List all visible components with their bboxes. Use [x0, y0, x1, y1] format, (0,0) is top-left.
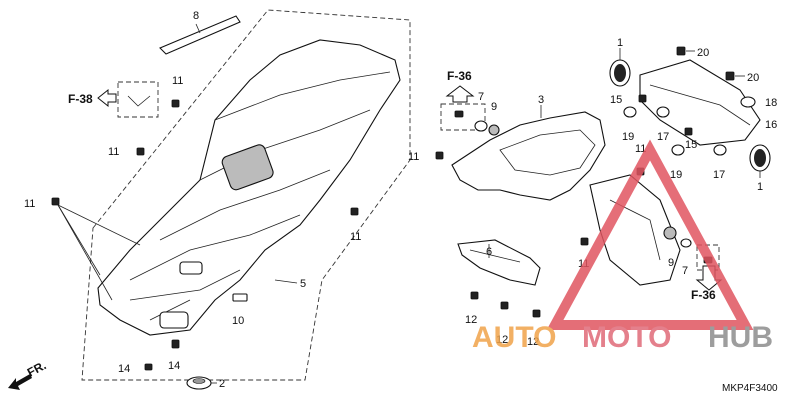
screw-12-a	[470, 291, 479, 300]
label-3: 3	[538, 94, 544, 106]
label-11-c: 11	[24, 198, 35, 210]
part-10	[232, 293, 248, 302]
label-19-b: 19	[670, 169, 682, 181]
label-1-a: 1	[617, 37, 623, 49]
f36-top-arrow-icon	[445, 85, 475, 103]
f36-top-inset	[440, 103, 486, 131]
label-14-b: 14	[168, 360, 180, 372]
bolt-7-a	[454, 110, 464, 118]
label-2: 2	[219, 378, 225, 390]
part-16-mount	[639, 59, 761, 146]
screw-12-b	[500, 301, 509, 310]
washer-9-b	[680, 238, 692, 248]
label-17-b: 17	[713, 169, 725, 181]
watermark-triangle	[546, 139, 754, 330]
label-11-a: 11	[172, 75, 183, 87]
label-7-b: 7	[682, 265, 688, 277]
part-3-bracket	[451, 111, 606, 201]
watermark-auto: AUTO	[472, 321, 556, 354]
nut-15-a	[638, 94, 647, 103]
part-8-strip	[159, 15, 241, 55]
screw-11-a	[171, 99, 180, 108]
label-11-f: 11	[635, 143, 646, 155]
front-arrow-icon	[8, 374, 32, 390]
bolt-20-b	[725, 71, 735, 81]
part-14-clip-b	[171, 339, 180, 349]
screw-11-d	[350, 207, 359, 216]
screw-11-b	[136, 147, 145, 156]
label-11-e: 11	[408, 151, 419, 163]
fender-lower-slot	[159, 311, 189, 329]
bolt-20-a	[676, 46, 686, 56]
label-14-a: 14	[118, 363, 130, 375]
collar-19-b	[671, 144, 685, 156]
label-10: 10	[232, 315, 244, 327]
watermark-moto: MOTO	[582, 321, 671, 354]
label-20-a: 20	[697, 47, 709, 59]
label-6: 6	[486, 246, 492, 258]
ref-f36-top: F-36	[447, 69, 472, 83]
collar-9-a	[488, 124, 500, 136]
screw-11-e	[435, 151, 444, 160]
label-20-b: 20	[747, 72, 759, 84]
part-5-fender	[97, 39, 401, 336]
label-11-d: 11	[350, 231, 361, 243]
label-15-a: 15	[610, 94, 622, 106]
f38-arrow-icon	[97, 88, 117, 108]
label-5: 5	[300, 278, 306, 290]
label-7-a: 7	[478, 91, 484, 103]
diagram-code: MKP4F3400	[722, 383, 778, 394]
label-9-b: 9	[668, 257, 674, 269]
nut-17-b	[713, 144, 727, 156]
label-18: 18	[765, 97, 777, 109]
label-12-c: 12	[527, 336, 539, 348]
label-19-a: 19	[622, 131, 634, 143]
ref-f38: F-38	[68, 92, 93, 106]
label-12-a: 12	[465, 314, 477, 326]
watermark-logo: AUTO MOTO HUB	[472, 139, 773, 354]
ref-f36-bottom: F-36	[691, 288, 716, 302]
label-16: 16	[765, 119, 777, 131]
washer-9-a	[474, 120, 488, 132]
label-11-b: 11	[108, 146, 119, 158]
label-8: 8	[193, 10, 199, 22]
part-14-clip-a	[144, 363, 153, 371]
nut-17-a	[656, 106, 670, 118]
fender-mid-slot	[179, 261, 203, 275]
label-17-a: 17	[657, 131, 669, 143]
nut-15-b	[684, 127, 693, 136]
part-6-plate	[457, 239, 541, 286]
fender-pad	[221, 144, 274, 191]
label-9-a: 9	[491, 101, 497, 113]
screw-11-g	[580, 237, 589, 246]
screw-12-c	[532, 309, 541, 318]
screw-11-c	[51, 197, 60, 206]
cap-18	[740, 96, 756, 108]
watermark-hub: HUB	[708, 321, 773, 354]
label-12-b: 12	[496, 334, 508, 346]
collar-19-a	[623, 106, 637, 118]
label-15-b: 15	[685, 139, 697, 151]
part-5-outline	[81, 9, 411, 381]
label-1-b: 1	[757, 181, 763, 193]
collar-9-b	[663, 226, 677, 240]
f38-inset	[117, 81, 159, 118]
